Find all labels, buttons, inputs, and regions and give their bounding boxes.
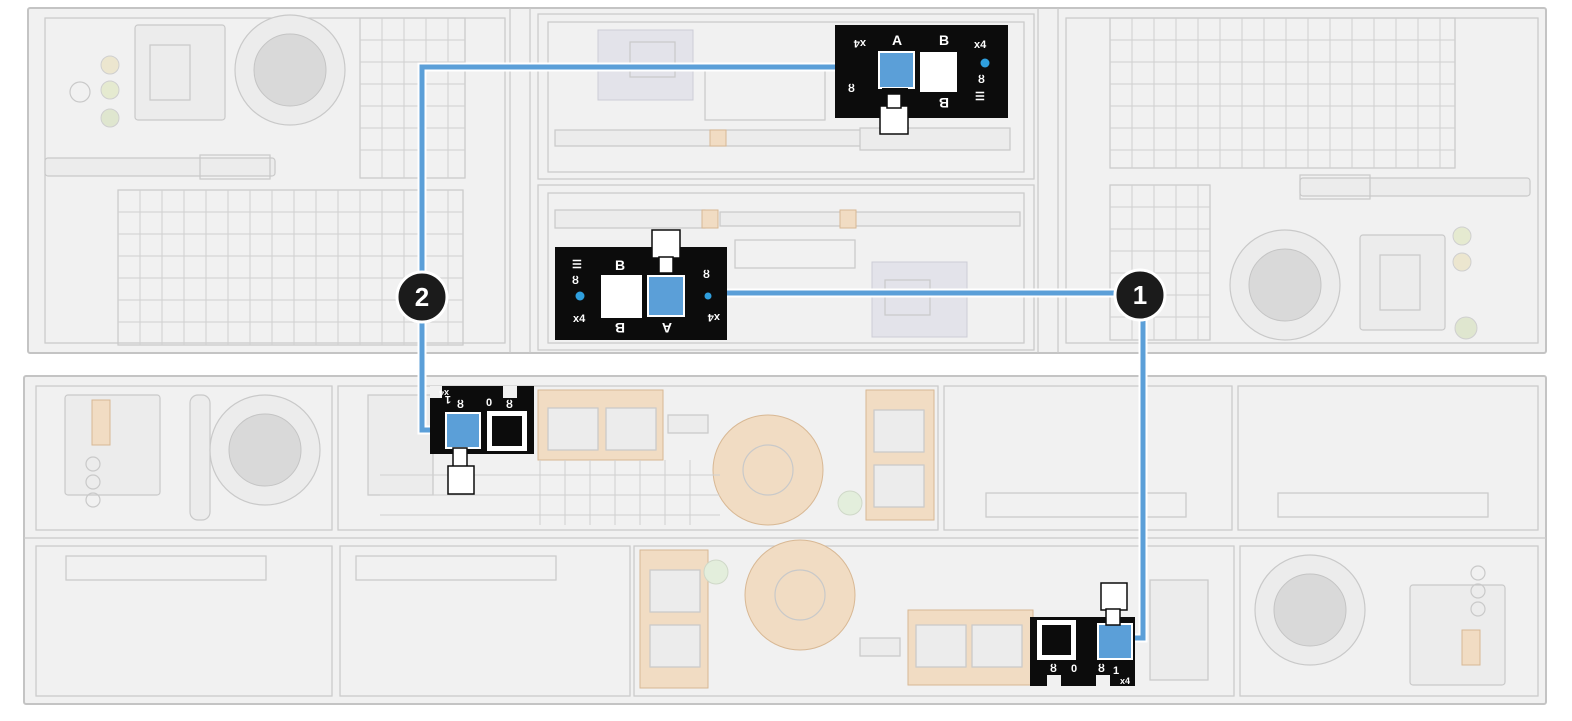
- lower-right-vent-top: [943, 385, 1539, 531]
- status-led-icon: [575, 291, 585, 301]
- lower-chassis: [23, 375, 1547, 705]
- callout-1-label: 1: [1133, 280, 1147, 310]
- upper-right-vent: [1109, 17, 1456, 341]
- port-b-label: B: [939, 32, 949, 48]
- link-icon: ȣ: [506, 399, 513, 411]
- port-0[interactable]: [1042, 625, 1071, 655]
- upper-left-psu: [44, 14, 506, 344]
- lane-width-label: x4: [853, 37, 866, 49]
- port-b-label: B: [615, 257, 625, 273]
- port-b-label-rotated: B: [939, 95, 949, 111]
- port-1[interactable]: [1097, 623, 1133, 660]
- upper-left-vent: [117, 17, 466, 346]
- upper-top-port-panel: x4 A B x4 B ȣ ȣ ☰: [835, 25, 1008, 135]
- port-a-label: A: [892, 32, 902, 48]
- lower-right-port-panel: ȣ 0 ȣ 1 x4: [1030, 582, 1135, 686]
- lower-right-psu: [1239, 545, 1539, 697]
- status-led-icon: [704, 292, 712, 300]
- port-b[interactable]: [920, 52, 957, 92]
- lower-left-port-panel: x4 1 ȣ 0 ȣ: [430, 386, 534, 495]
- port-0[interactable]: [492, 416, 522, 446]
- lower-bottom-controller: [633, 539, 1235, 697]
- upper-chassis: [27, 7, 1547, 354]
- cable-connector[interactable]: [879, 105, 909, 135]
- lower-top-controller-vent: [380, 460, 720, 525]
- upper-right-psu: [1065, 17, 1539, 344]
- link-icon: ȣ: [978, 74, 985, 86]
- port-b-label-rotated: B: [615, 320, 625, 336]
- link-icon: ȣ: [848, 83, 855, 95]
- lower-left-psu: [35, 385, 333, 531]
- link-icon: ȣ: [1098, 663, 1105, 675]
- port-a[interactable]: [878, 51, 915, 89]
- locate-icon: ☰: [572, 259, 582, 271]
- cable-connector[interactable]: [447, 465, 475, 495]
- lower-top-controller: [337, 385, 939, 531]
- cable-connector[interactable]: [1100, 582, 1128, 611]
- callout-2-label: 2: [415, 282, 429, 312]
- lane-width-label: x4: [439, 388, 449, 398]
- callout-2: 2: [395, 270, 449, 324]
- cable-connector[interactable]: [651, 229, 681, 259]
- port-1-label: 1: [1113, 665, 1119, 677]
- lane-width-label-right: x4: [974, 39, 987, 51]
- status-led-icon: [980, 58, 990, 68]
- link-icon: ȣ: [1050, 663, 1057, 675]
- port-a-label-rotated: A: [662, 320, 672, 336]
- callout-1: 1: [1113, 268, 1167, 322]
- upper-bottom-port-panel: ☰ ȣ x4 B B A ȣ x4: [555, 229, 727, 340]
- port-1[interactable]: [445, 412, 481, 449]
- port-1-label: 1: [445, 393, 451, 405]
- link-icon: ȣ: [572, 275, 579, 287]
- port-b[interactable]: [601, 275, 642, 318]
- port-a[interactable]: [647, 275, 685, 317]
- lower-left-vent-bottom: [35, 545, 631, 697]
- upper-controller-bottom-slot: [537, 184, 1035, 351]
- lane-width-label: x4: [573, 313, 586, 325]
- lane-width-label-right: x4: [707, 311, 720, 323]
- link-icon: ȣ: [457, 399, 464, 411]
- port-0-label: 0: [486, 397, 492, 409]
- lane-width-label: x4: [1120, 676, 1130, 686]
- port-0-label: 0: [1071, 663, 1077, 675]
- locate-icon: ☰: [975, 91, 985, 103]
- link-icon: ȣ: [703, 269, 710, 281]
